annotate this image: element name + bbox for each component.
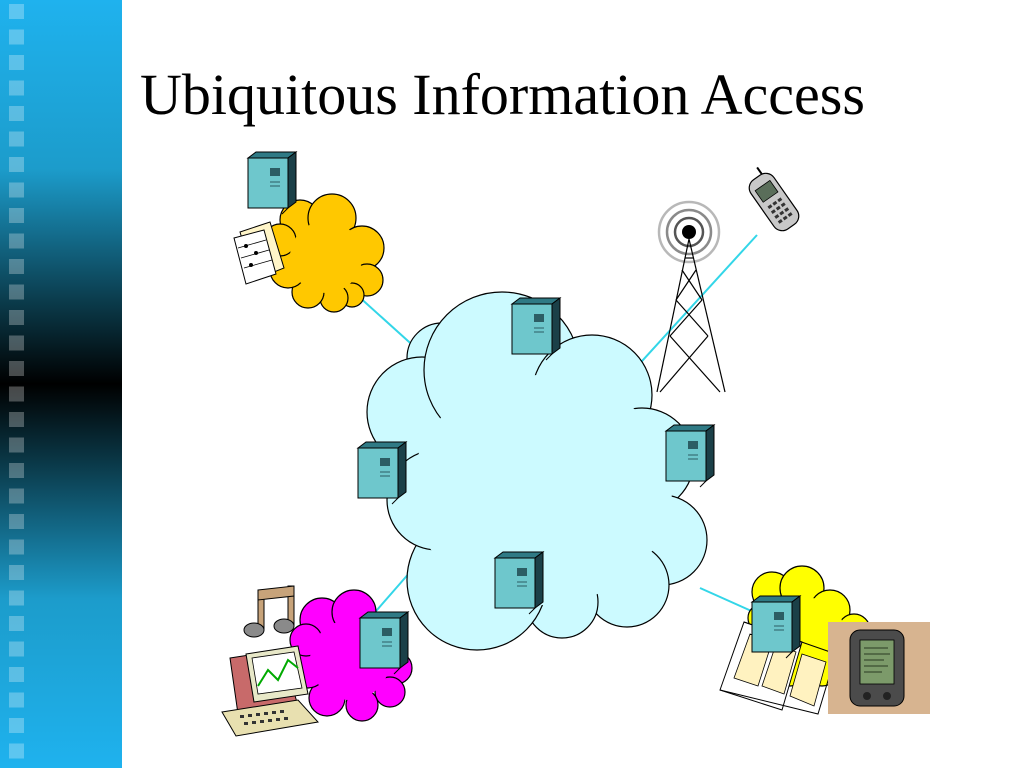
pda-icon [828, 622, 930, 714]
sidebar-gradient [0, 0, 122, 768]
sidebar-decoration [0, 0, 122, 768]
server-icon-right [665, 424, 715, 488]
server-icon-left [357, 441, 407, 505]
network-diagram [221, 151, 930, 737]
server-icon-mobile [751, 595, 801, 659]
radio-tower-icon [656, 200, 726, 393]
sidebar-squares [9, 4, 24, 759]
cell-phone-icon [748, 166, 800, 232]
network-cloud [366, 291, 708, 651]
server-icon-music [247, 151, 297, 215]
music-cloud [263, 193, 385, 313]
server-icon-media [359, 611, 409, 675]
sheet-music-icon [233, 221, 285, 285]
laptop-chart-icon [221, 645, 319, 737]
link-music-cloud [356, 294, 419, 351]
music-note-icon [243, 585, 295, 638]
link-wireless-tower [621, 234, 758, 384]
slide-title: Ubiquitous Information Access [140, 62, 865, 127]
server-icon-top [511, 297, 561, 361]
server-icon-bottom [494, 551, 544, 615]
